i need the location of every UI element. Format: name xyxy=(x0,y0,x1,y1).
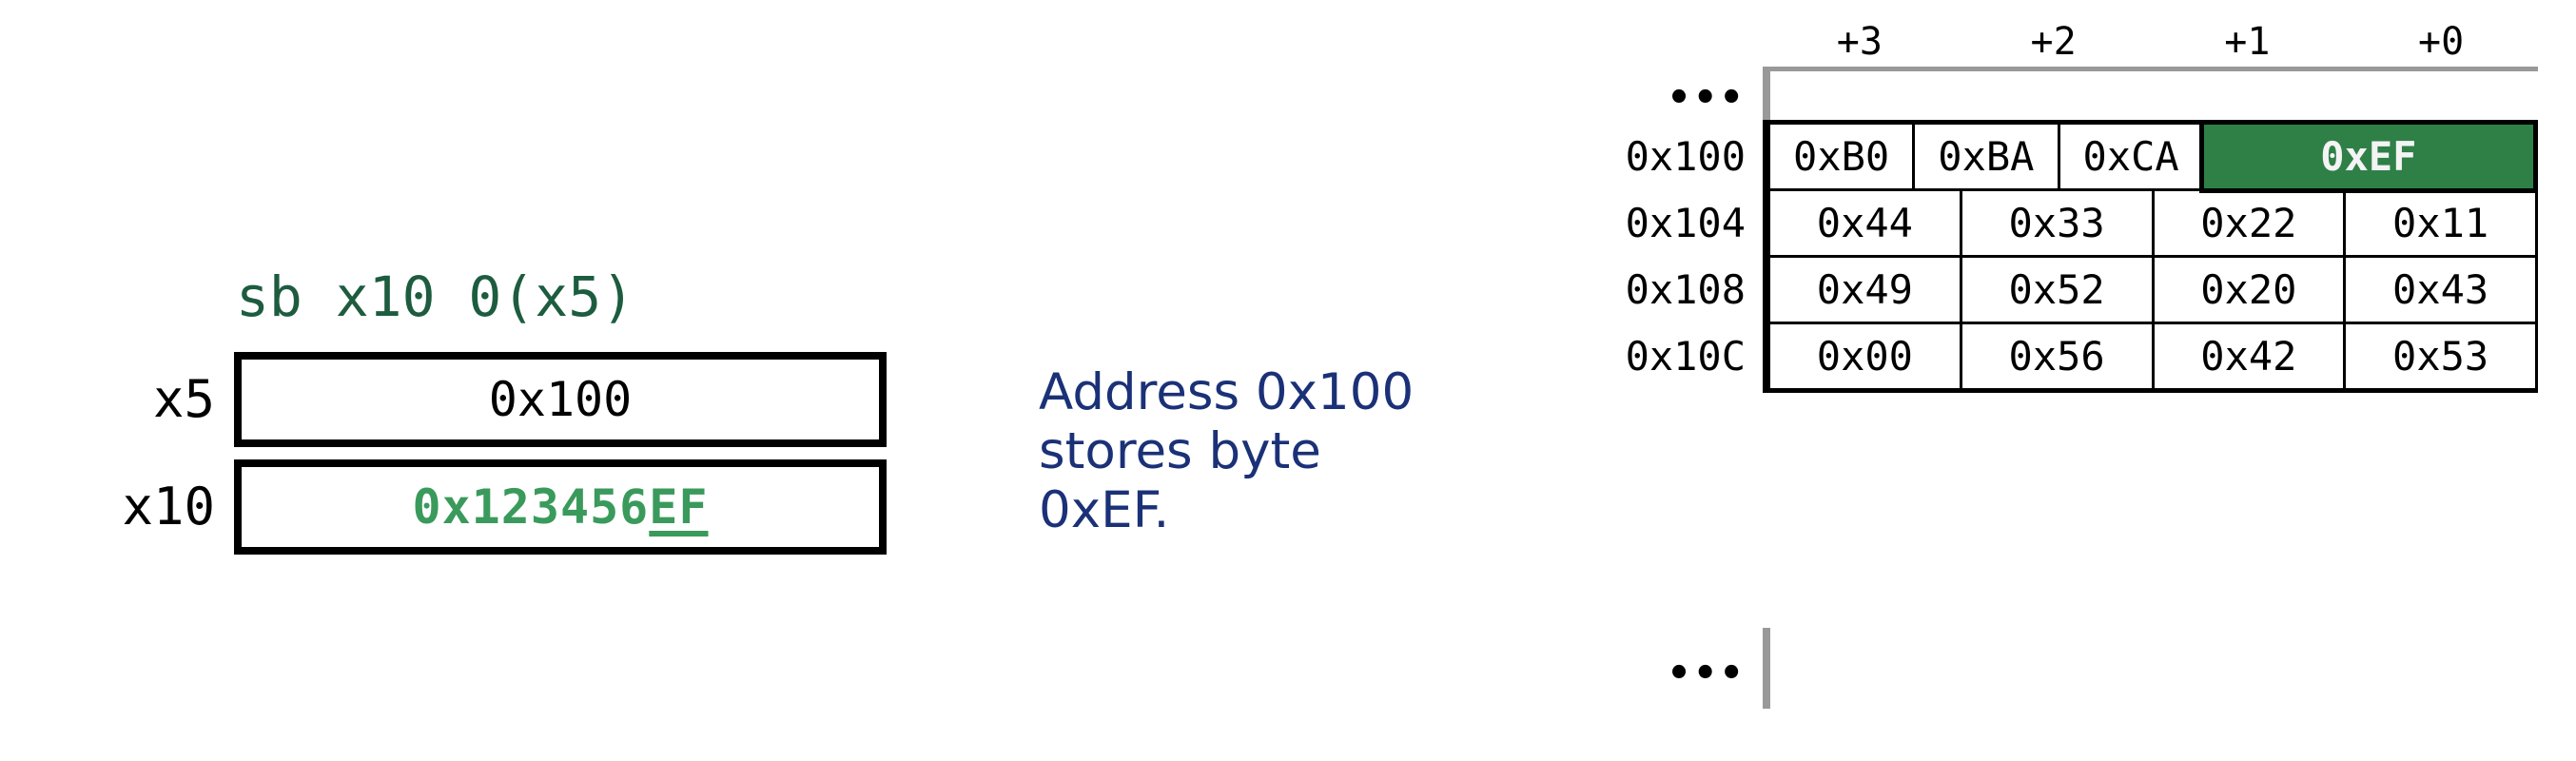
memory-cell: 0xBA xyxy=(1912,125,2058,188)
memory-cell-highlighted: 0xEF xyxy=(2198,120,2538,193)
memory-address-label: 0x100 xyxy=(1625,132,1746,180)
memory-continuation-bottom xyxy=(1763,628,2538,709)
memory-cell: 0xB0 xyxy=(1770,125,1913,188)
memory-continuation-top xyxy=(1763,67,2538,120)
memory-cell: 0x33 xyxy=(1959,191,2152,255)
memory-column-header-plus3: +3 xyxy=(1836,20,1883,64)
memory-column-header-plus2: +2 xyxy=(2030,20,2077,64)
register-value-x5: 0x100 xyxy=(234,352,887,447)
memory-column-header-plus0: +0 xyxy=(2418,20,2465,64)
memory-cell: 0x53 xyxy=(2343,324,2535,388)
memory-cell: 0x56 xyxy=(1959,324,2152,388)
memory-cell: 0x52 xyxy=(1959,258,2152,322)
register-value-x10-prefix: 0x123456 xyxy=(412,479,650,535)
memory-cell: 0x00 xyxy=(1770,324,1960,388)
instruction-text: sb x10 0(x5) xyxy=(236,264,635,329)
memory-cell: 0x20 xyxy=(2151,258,2344,322)
memory-address-label: 0x10C xyxy=(1625,332,1746,380)
memory-column-headers: +3 +2 +1 +0 xyxy=(1763,21,2538,63)
memory-column-header-plus1: +1 xyxy=(2224,20,2271,64)
memory-cell: 0x49 xyxy=(1770,258,1960,322)
annotation-text: Address 0x100 stores byte 0xEF. xyxy=(1039,363,1415,539)
memory-cell: 0x44 xyxy=(1770,191,1960,255)
memory-address-label: 0x108 xyxy=(1625,265,1746,313)
register-label-x10: x10 xyxy=(122,477,215,537)
register-value-x10-stored-byte: EF xyxy=(649,479,709,535)
memory-cell: 0x22 xyxy=(2151,191,2344,255)
memory-cell: 0xCA xyxy=(2057,125,2202,188)
memory-cell: 0x11 xyxy=(2343,191,2535,255)
register-row-x5: x5 0x100 xyxy=(0,352,887,447)
memory-cell: 0x43 xyxy=(2343,258,2535,322)
register-label-x5: x5 xyxy=(152,369,215,429)
memory-cell: 0x42 xyxy=(2151,324,2344,388)
ellipsis-label-top: ••• xyxy=(1667,76,1746,120)
memory-address-label: 0x104 xyxy=(1625,199,1746,246)
ellipsis-label-bottom: ••• xyxy=(1667,652,1746,695)
